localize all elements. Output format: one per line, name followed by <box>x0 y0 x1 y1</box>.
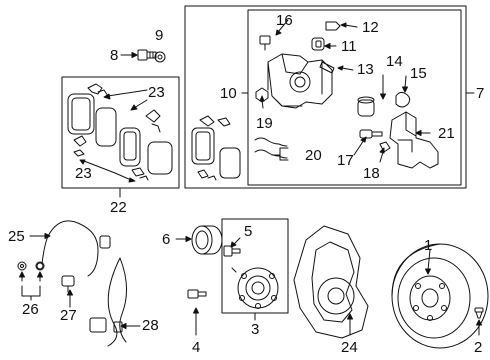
nut-part-26b <box>35 261 45 271</box>
callout-27: 27 <box>60 307 77 324</box>
bolt-part-16 <box>259 35 271 51</box>
bleeder-part-12 <box>325 21 341 31</box>
bearing-part-6 <box>191 225 223 255</box>
callout-11: 11 <box>341 38 357 55</box>
callout-14: 14 <box>386 53 403 70</box>
bolt-part-4 <box>187 289 207 299</box>
callout-24: 24 <box>341 339 358 356</box>
bolt-part-19 <box>255 87 269 103</box>
bolt-part-5 <box>223 245 241 257</box>
callout-8: 8 <box>110 47 119 64</box>
bolt-part-8 <box>137 49 157 61</box>
hub-assembly <box>231 267 279 309</box>
guide-pin-part-17 <box>359 129 383 139</box>
callout-20: 20 <box>305 147 322 164</box>
callout-23-top: 23 <box>148 84 165 101</box>
cap-part-11 <box>311 37 325 51</box>
brake-pad-set <box>67 83 173 181</box>
callout-3: 3 <box>251 321 260 338</box>
callout-15: 15 <box>410 65 427 82</box>
leader-26 <box>21 285 41 297</box>
screw-part-2 <box>474 307 484 319</box>
caliper-bracket-part-21 <box>389 111 439 169</box>
arrow-leaders <box>19 19 482 336</box>
callout-9: 9 <box>155 27 164 44</box>
washer-part-9 <box>154 51 166 63</box>
bushing-part-14 <box>357 96 375 117</box>
callout-13: 13 <box>357 61 374 78</box>
harness-part-28 <box>89 257 127 347</box>
callout-5: 5 <box>244 223 253 240</box>
callout-4: 4 <box>192 339 201 356</box>
callout-22: 22 <box>110 199 127 216</box>
callout-19: 19 <box>256 115 273 132</box>
callout-6: 6 <box>162 231 171 248</box>
brake-rotor-part-1 <box>391 243 489 349</box>
callout-28: 28 <box>142 317 159 334</box>
callout-1: 1 <box>424 237 433 254</box>
spring-part-20 <box>254 137 288 159</box>
callout-25: 25 <box>8 228 25 245</box>
callout-2: 2 <box>474 339 483 356</box>
callout-7: 7 <box>476 85 485 102</box>
dust-shield-part-24 <box>293 225 369 339</box>
callout-21: 21 <box>438 125 455 142</box>
nut-part-26 <box>17 261 27 271</box>
callout-10: 10 <box>220 85 237 102</box>
callout-17: 17 <box>337 152 354 169</box>
abs-sensor-part-25 <box>36 220 111 277</box>
inner-pad-set <box>191 115 241 181</box>
callout-16: 16 <box>276 12 293 29</box>
leader-20 <box>279 147 289 161</box>
caliper-group-frame <box>184 5 467 189</box>
callout-18: 18 <box>363 165 380 182</box>
callout-26: 26 <box>22 301 39 318</box>
bolt-part-18 <box>379 141 391 153</box>
caliper-body <box>267 53 333 109</box>
boot-part-15 <box>395 91 411 108</box>
callout-23-bottom: 23 <box>75 165 92 182</box>
hub-group-frame <box>221 218 289 314</box>
callout-12: 12 <box>362 19 379 36</box>
caliper-subgroup-frame <box>247 9 462 186</box>
bolt-part-27 <box>61 275 75 293</box>
pin-part-13 <box>319 61 335 74</box>
